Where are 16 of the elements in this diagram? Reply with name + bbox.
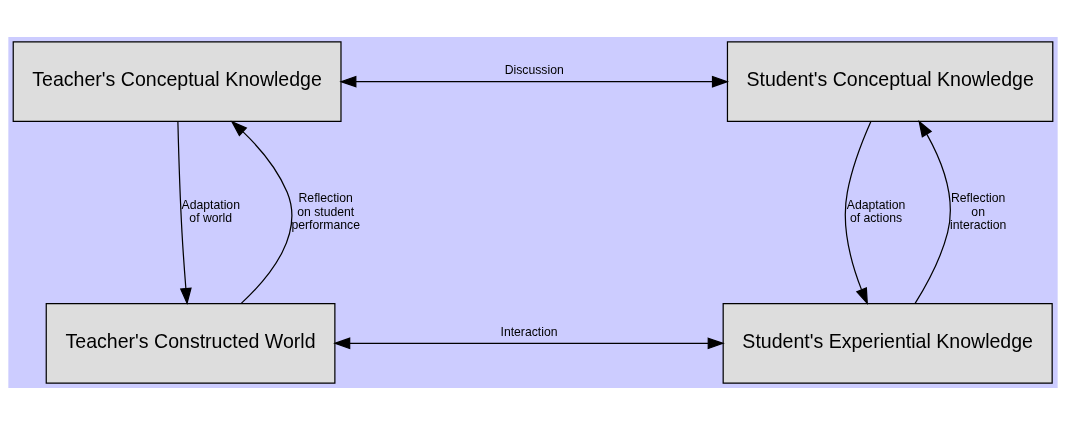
edge-label: Reflection on interaction	[949, 191, 1007, 233]
edge-label: Discussion	[504, 63, 564, 78]
edge-label: Adaptation of actions	[846, 197, 906, 226]
arrow	[339, 75, 730, 88]
arrow	[177, 121, 192, 305]
node-box: Student's Experiential Knowledge	[722, 303, 1053, 384]
node-box: Teacher's Constructed World	[45, 303, 336, 384]
node-box: Teacher's Conceptual Knowledge	[12, 41, 342, 122]
arrow	[230, 120, 293, 305]
edge-label: Reflection on student performance	[291, 191, 360, 233]
arrow	[333, 337, 725, 350]
node-box: Student's Conceptual Knowledge	[726, 41, 1054, 122]
arrow	[914, 119, 951, 305]
arrow	[844, 121, 872, 306]
edge-label: Interaction	[500, 325, 558, 340]
edge-label: Adaptation of world	[181, 197, 240, 226]
